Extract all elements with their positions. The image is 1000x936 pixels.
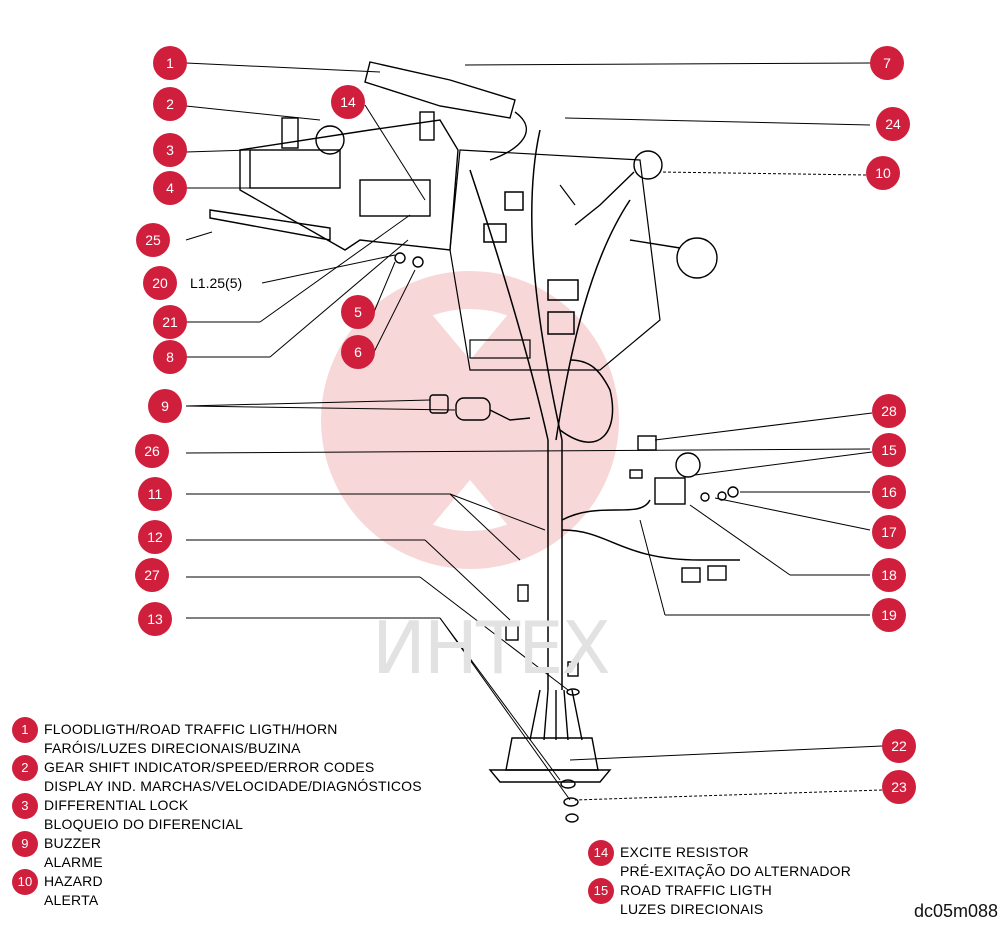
harness-gauge-label: L1.25(5)	[190, 275, 242, 291]
legend-pt: BLOQUEIO DO DIFERENCIAL	[44, 816, 244, 832]
firewall-plate	[449, 149, 661, 371]
callout-label: 9	[161, 398, 169, 414]
callout-label: 5	[354, 304, 362, 320]
legend-pt: DISPLAY IND. MARCHAS/VELOCIDADE/DIAGNÓST…	[44, 778, 422, 794]
legend-badge: 3	[12, 792, 38, 819]
callout-label: 1	[166, 55, 174, 71]
callout-3: 3	[153, 133, 187, 167]
callout-21: 21	[153, 305, 187, 339]
callout-label: 3	[166, 142, 174, 158]
legend-en: BUZZER	[44, 835, 102, 851]
callout-4: 4	[153, 171, 187, 205]
legend-en: ROAD TRAFFIC LIGTH	[620, 882, 772, 898]
legend-en: GEAR SHIFT INDICATOR/SPEED/ERROR CODES	[44, 759, 375, 775]
stalk-switch	[364, 61, 527, 161]
legend-badge: 15	[588, 877, 614, 904]
legend-pt: ALERTA	[44, 892, 99, 908]
legend-pt: LUZES DIRECIONAIS	[620, 901, 764, 917]
callout-14: 14	[331, 85, 365, 119]
callout-label: 7	[883, 55, 891, 71]
callout-label: 8	[166, 349, 174, 365]
legend-item: 14 EXCITE RESISTOR	[588, 839, 851, 866]
callout-8: 8	[153, 340, 187, 374]
callout-22: 22	[882, 729, 916, 763]
callout-label: 27	[144, 567, 160, 583]
legend-item: 10 HAZARD	[12, 868, 422, 895]
legend-item: 2 GEAR SHIFT INDICATOR/SPEED/ERROR CODES	[12, 754, 422, 781]
legend-item: 9 BUZZER	[12, 830, 422, 857]
diagram-code: dc05m088	[913, 901, 998, 921]
legend-en: DIFFERENTIAL LOCK	[44, 797, 189, 813]
callout-12: 12	[138, 520, 172, 554]
hazard-switch	[574, 150, 718, 279]
callout-label: 20	[152, 275, 168, 291]
callout-label: 13	[147, 611, 163, 627]
legend-badge: 2	[12, 754, 38, 781]
legend-right: 14 EXCITE RESISTOR PRÉ-EXITAÇÃO DO ALTERN…	[588, 839, 852, 919]
callout-label: 24	[885, 116, 901, 132]
callout-1: 1	[153, 46, 187, 80]
callout-label: 10	[875, 165, 891, 181]
callout-11: 11	[138, 477, 172, 511]
callout-label: 26	[144, 443, 160, 459]
callout-19: 19	[872, 598, 906, 632]
callouts: 1 2 3 4 25 20 21 8 5 6 14 7 24 10 9 26 1…	[135, 46, 916, 804]
callout-label: 23	[891, 779, 907, 795]
legend-badge: 1	[12, 716, 38, 743]
legend-en: EXCITE RESISTOR	[620, 844, 749, 860]
callout-9: 9	[148, 389, 182, 423]
callout-10: 10	[866, 156, 900, 190]
lower-connectors	[488, 584, 612, 823]
callout-23: 23	[882, 770, 916, 804]
callout-24: 24	[876, 107, 910, 141]
callout-label: 22	[891, 738, 907, 754]
legend-item: 3 DIFFERENTIAL LOCK	[12, 792, 422, 819]
callout-15: 15	[872, 433, 906, 467]
buzzer	[429, 394, 531, 421]
callout-2: 2	[153, 87, 187, 121]
callout-27: 27	[135, 558, 169, 592]
legend-pt: FARÓIS/LUZES DIRECIONAIS/BUZINA	[44, 740, 301, 756]
callout-17: 17	[872, 515, 906, 549]
legend-item: 1 FLOODLIGTH/ROAD TRAFFIC LIGTH/HORN	[12, 716, 422, 743]
callout-label: 18	[881, 567, 897, 583]
legend-pt: PRÉ-EXITAÇÃO DO ALTERNADOR	[620, 863, 852, 879]
legend-en: FLOODLIGTH/ROAD TRAFFIC LIGTH/HORN	[44, 721, 338, 737]
callout-label: 6	[354, 344, 362, 360]
callout-label: 12	[147, 529, 163, 545]
callout-label: 21	[162, 314, 178, 330]
callout-label: 2	[166, 96, 174, 112]
callout-label: 4	[166, 180, 174, 196]
callout-25: 25	[136, 223, 170, 257]
callout-16: 16	[872, 475, 906, 509]
instrument-panel	[209, 111, 459, 268]
callout-label: 16	[881, 484, 897, 500]
watermark-text: ИНТЕХ	[372, 606, 611, 690]
callout-label: 17	[881, 524, 897, 540]
callout-13: 13	[138, 602, 172, 636]
legend-item: 15 ROAD TRAFFIC LIGTH	[588, 877, 851, 904]
legend-badge: 14	[588, 839, 614, 866]
callout-label: 19	[881, 607, 897, 623]
main-harness	[469, 129, 740, 690]
callout-7: 7	[870, 46, 904, 80]
legend-en: HAZARD	[44, 873, 103, 889]
callout-label: 25	[145, 232, 161, 248]
callout-26: 26	[135, 434, 169, 468]
callout-label: 28	[881, 403, 897, 419]
callout-label: 15	[881, 442, 897, 458]
callout-18: 18	[872, 558, 906, 592]
callout-5: 5	[341, 295, 375, 329]
callout-28: 28	[872, 394, 906, 428]
callout-6: 6	[341, 335, 375, 369]
callout-label: 11	[148, 486, 163, 502]
legend-pt: ALARME	[44, 854, 103, 870]
callout-label: 14	[340, 94, 356, 110]
legend-badge: 9	[12, 830, 38, 857]
legend-badge: 10	[12, 868, 38, 895]
leader-lines	[185, 62, 883, 801]
callout-20: 20	[143, 266, 177, 300]
legend-left: 1 FLOODLIGTH/ROAD TRAFFIC LIGTH/HORN FARÓ…	[12, 716, 422, 910]
